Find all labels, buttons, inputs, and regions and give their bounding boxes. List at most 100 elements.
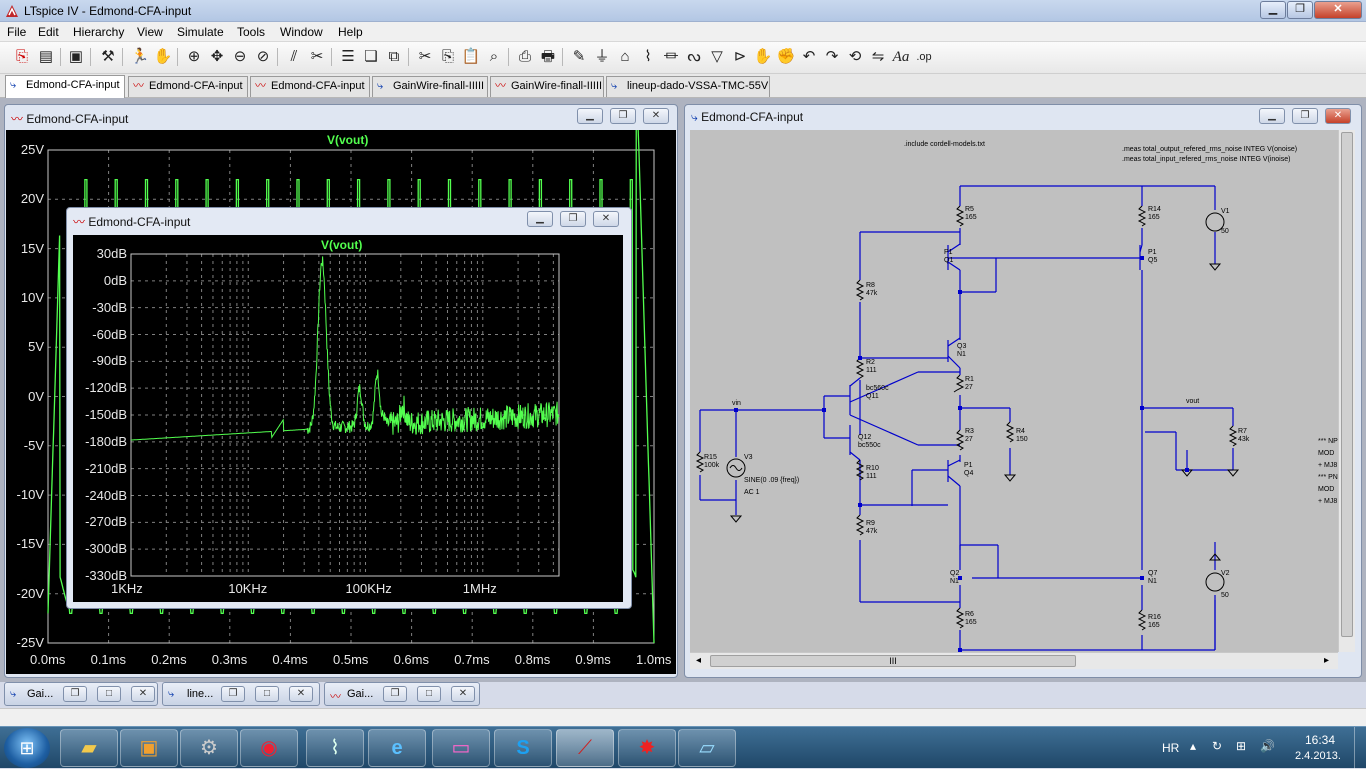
clock-date[interactable]: 2.4.2013. [1295,750,1341,762]
model-clip-6[interactable]: + MJ8 [1318,498,1338,505]
undo-icon[interactable]: ↶ [802,48,816,65]
tab-waveform-2[interactable]: 〰Edmond-CFA-input [250,76,370,97]
diode-icon[interactable]: ▽ [711,48,723,65]
v2-label[interactable]: V2 [1221,570,1230,577]
include-directive[interactable]: .include cordell-models.txt [904,141,985,148]
control-panel-icon[interactable]: ⚒ [101,48,115,65]
restore-button[interactable]: ❐ [221,686,245,702]
save-icon[interactable]: ▣ [68,48,84,65]
zoom-out-icon[interactable]: ⊖ [233,48,247,65]
close-button[interactable]: ✕ [593,211,619,227]
minimized-window-1[interactable]: ⤷ Gai... ❐ □ ✕ [4,682,158,706]
menu-simulate[interactable]: Simulate [177,25,224,39]
skype-taskbar-button[interactable]: S [494,729,552,767]
autorange-icon[interactable]: ⫽ [290,48,298,65]
halt-icon[interactable]: ✋ [153,48,173,65]
minimize-button[interactable]: ▁ [1260,1,1286,19]
model-clip-3[interactable]: + MJ8 [1318,462,1338,469]
tab-waveform-1[interactable]: 〰Edmond-CFA-input [128,76,248,97]
schematic-canvas[interactable]: .include cordell-models.txt .meas total_… [690,130,1338,652]
close-button[interactable]: ✕ [1325,108,1351,124]
v3-label[interactable]: V3 [744,454,753,461]
sync-icon[interactable]: ↻ [1212,739,1223,753]
minimize-button[interactable]: ▁ [1259,108,1285,124]
close-button[interactable]: ✕ [643,108,669,124]
label-net-icon[interactable]: ⌂ [620,48,630,65]
rotate-icon[interactable]: ⟲ [848,48,862,65]
internet-explorer-taskbar-button[interactable]: e [368,729,426,767]
menu-help[interactable]: Help [338,25,363,39]
tab-schematic-3[interactable]: ⤷lineup-dado-VSSA-TMC-55V [606,76,770,97]
app-taskbar-button-11[interactable]: ▱ [678,729,736,767]
vertical-scrollbar[interactable] [1338,130,1355,652]
v3-sine-value[interactable]: SINE(0 .09 {freq}) [744,477,800,484]
minimized-window-2[interactable]: ⤷ line... ❐ □ ✕ [162,682,320,706]
mirror-icon[interactable]: ⇋ [871,48,885,65]
explorer-taskbar-button[interactable]: ▰ [60,729,118,767]
maximize-button[interactable]: □ [97,686,121,702]
restore-button[interactable]: ❐ [1292,108,1318,124]
trace-label[interactable]: V(vout) [327,133,369,147]
network-icon[interactable]: ⊞ [1236,739,1247,753]
language-indicator[interactable]: HR [1162,741,1180,755]
app-taskbar-button-3[interactable]: ⚙ [180,729,238,767]
clock-time[interactable]: 16:34 [1305,733,1336,747]
paste-icon[interactable]: 📋 [461,48,481,65]
restore-button[interactable]: ❐ [560,211,586,227]
menu-view[interactable]: View [137,25,163,39]
run-icon[interactable]: 🏃 [130,48,150,65]
scroll-right-icon[interactable]: ▸ [1324,655,1330,666]
zoom-cancel-icon[interactable]: ⊘ [256,48,270,65]
model-clip-4[interactable]: *** PN [1318,474,1338,481]
move-icon[interactable]: ✋ [753,48,773,65]
volume-icon[interactable]: 🔊 [1260,739,1275,753]
spice-directive-icon[interactable]: .op [916,51,932,63]
maximize-button[interactable]: □ [255,686,279,702]
wire-icon[interactable]: ✎ [572,48,586,65]
resistor-icon[interactable]: ⌇ [644,48,652,65]
trace-label[interactable]: V(vout) [321,238,363,252]
open-icon[interactable]: ▤ [38,48,54,65]
ground-icon[interactable]: ⏚ [594,48,610,65]
copy-icon[interactable]: ⎘ [441,48,454,65]
maximize-button[interactable]: □ [417,686,441,702]
delete-trace-icon[interactable]: ✂ [310,48,324,65]
close-button[interactable]: ✕ [1314,1,1362,19]
redo-icon[interactable]: ↷ [825,48,839,65]
inductor-icon[interactable]: ᔓ [687,48,701,65]
meas-directive-output[interactable]: .meas total_output_refered_rms_noise INT… [1122,146,1298,153]
maximize-button[interactable]: ❐ [1287,1,1313,19]
minimized-window-3[interactable]: 〰 Gai... ❐ □ ✕ [324,682,480,706]
show-hidden-icons-icon[interactable]: ▴ [1190,739,1197,753]
show-desktop-button[interactable] [1354,727,1366,769]
close-all-icon[interactable]: ⧉ [388,48,400,65]
component-icon[interactable]: ⊳ [733,48,747,65]
pan-icon[interactable]: ✥ [210,48,224,65]
tile-horizontal-icon[interactable]: ☰ [341,48,355,65]
menu-hierarchy[interactable]: Hierarchy [73,25,125,39]
cascade-icon[interactable]: ❏ [364,48,378,65]
menu-tools[interactable]: Tools [237,25,266,39]
find-icon[interactable]: ⌕ [489,48,499,65]
close-button[interactable]: ✕ [131,686,155,702]
minimize-button[interactable]: ▁ [527,211,553,227]
app-taskbar-button-10[interactable]: ✸ [618,729,676,767]
